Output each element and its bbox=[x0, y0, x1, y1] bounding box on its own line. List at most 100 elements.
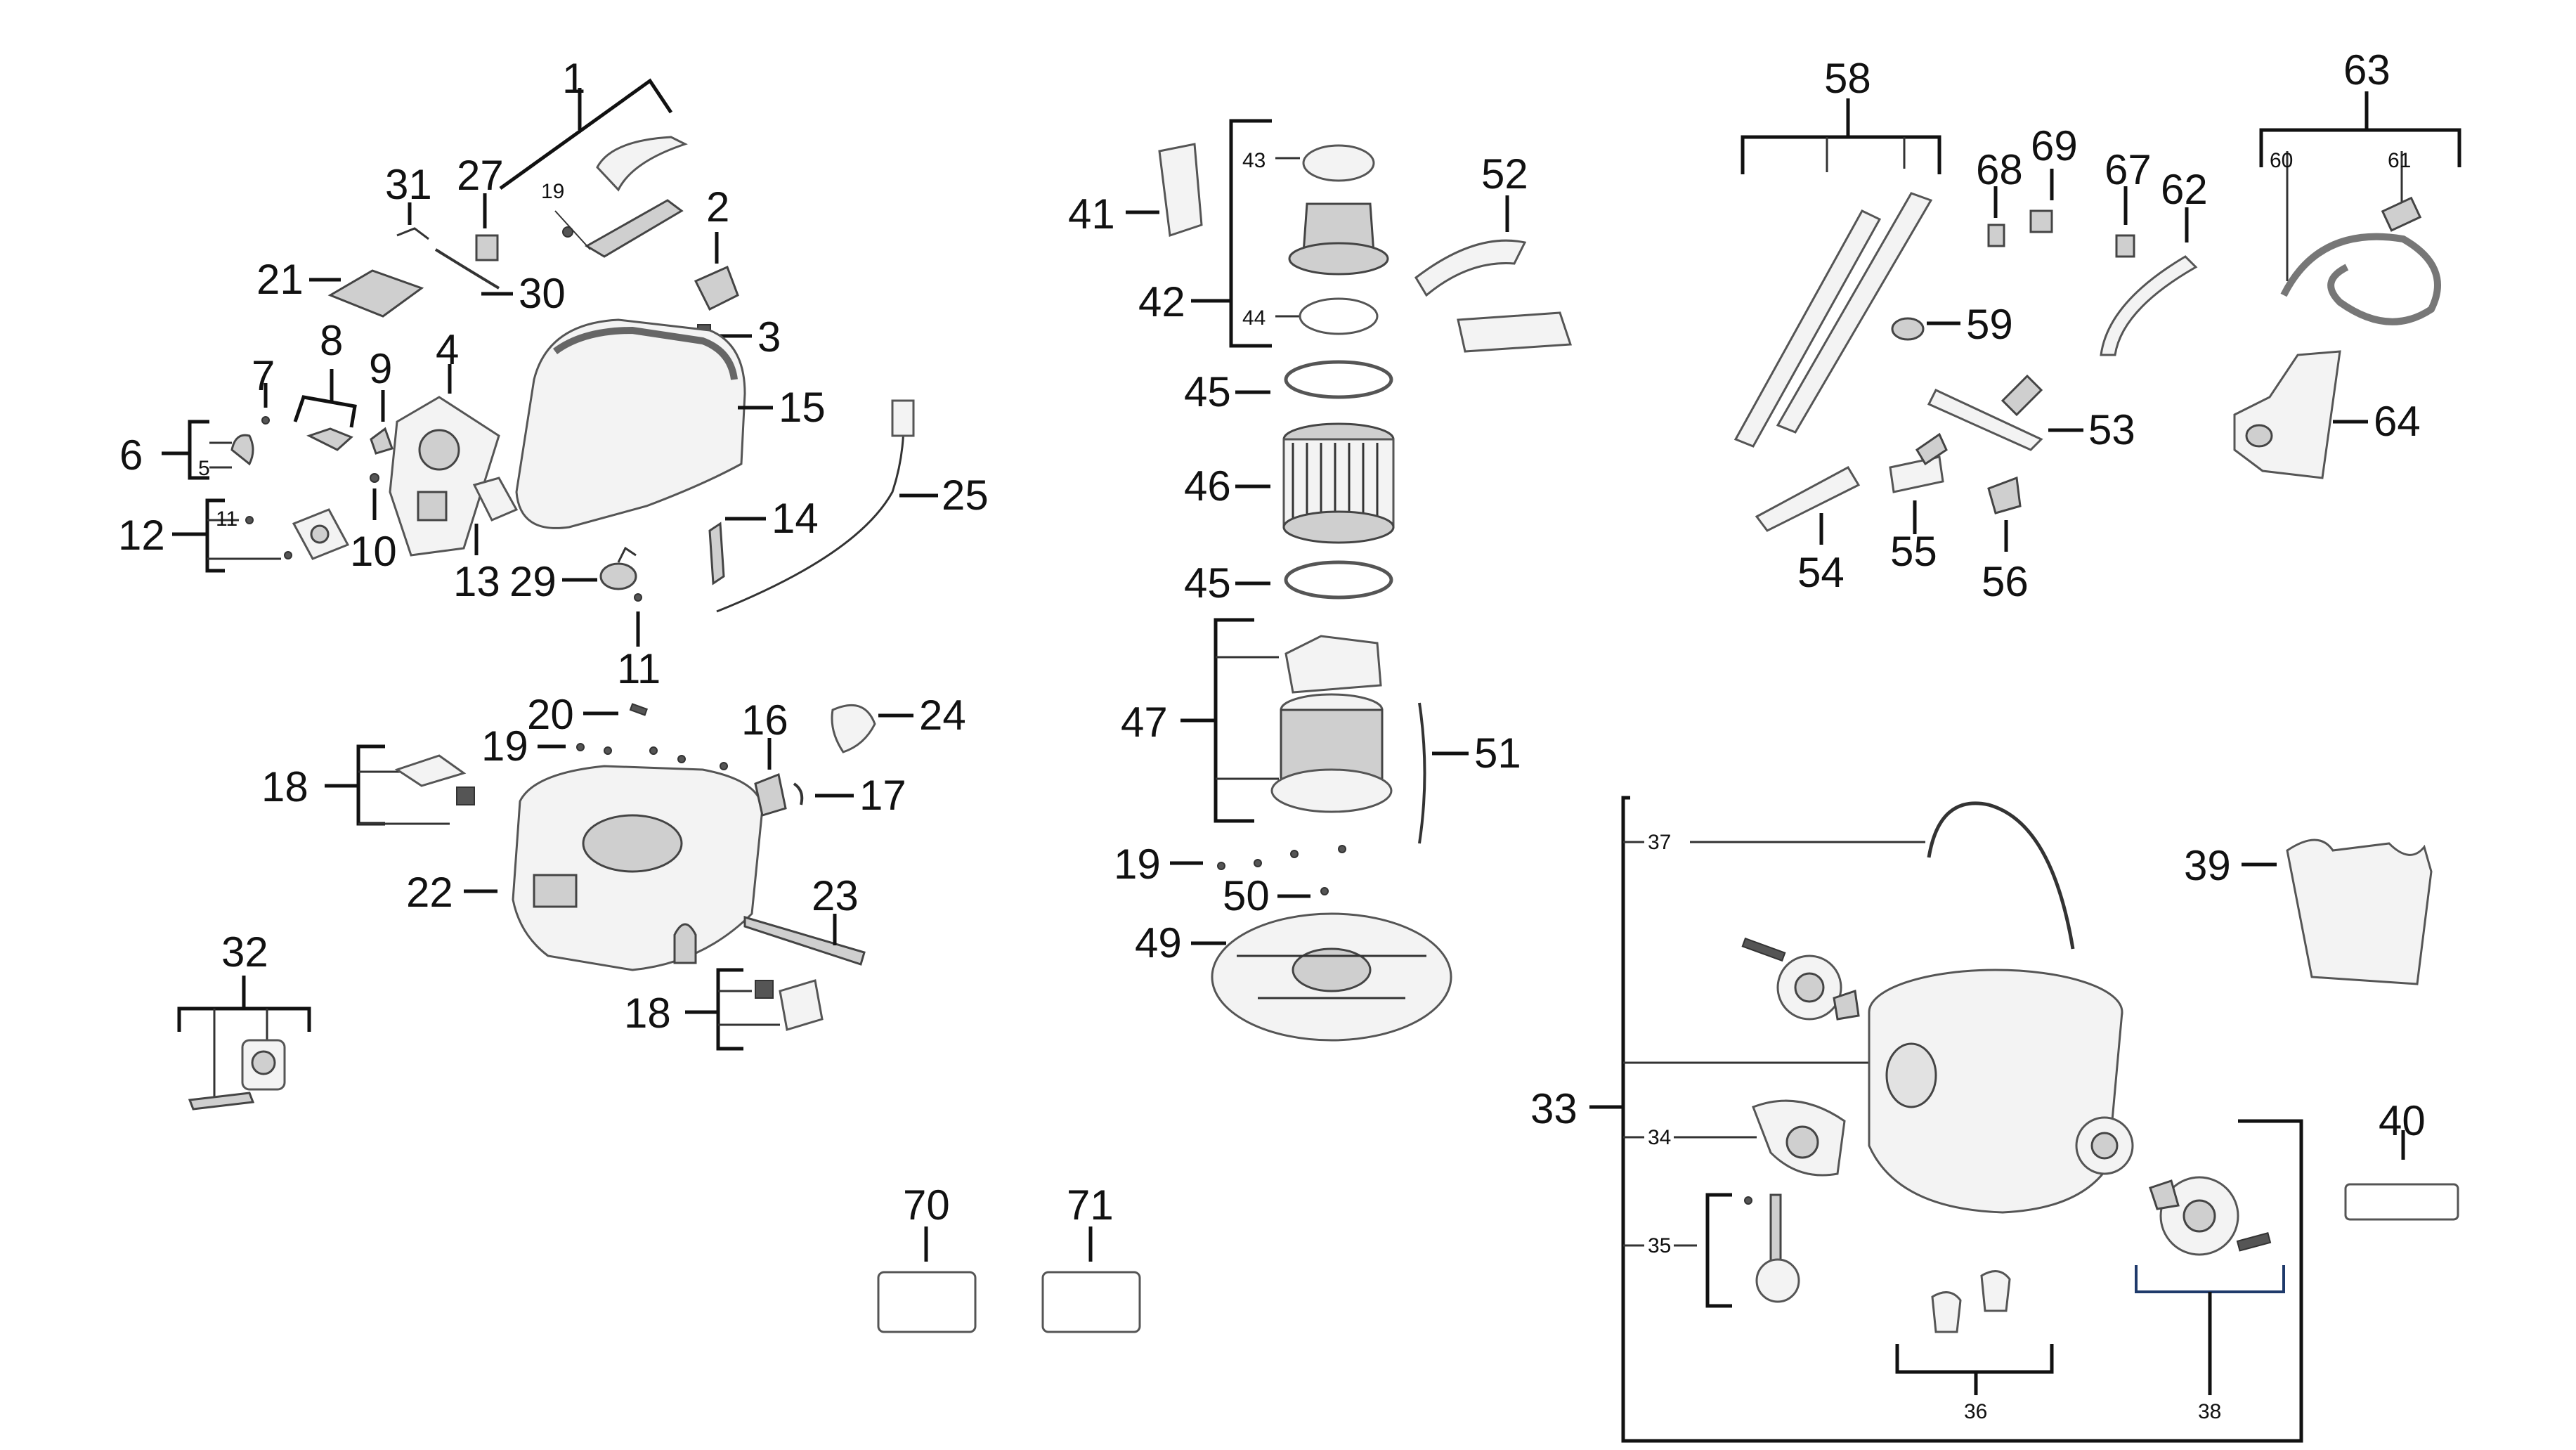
part-25-power-cord bbox=[716, 399, 938, 613]
label-29: 29 bbox=[509, 558, 557, 605]
label-21: 21 bbox=[256, 256, 304, 303]
part-8-bracket bbox=[293, 369, 357, 451]
part-16-latch bbox=[754, 738, 787, 817]
part-6-knob-assembly bbox=[162, 420, 254, 480]
label-45-bottom: 45 bbox=[1184, 559, 1231, 607]
part-52-shroud bbox=[1414, 195, 1573, 353]
label-41: 41 bbox=[1068, 190, 1115, 238]
part-35-bracket bbox=[1705, 1193, 1800, 1308]
part-40-label bbox=[2344, 1130, 2459, 1221]
label-38: 38 bbox=[2198, 1400, 2221, 1423]
label-71: 71 bbox=[1067, 1182, 1114, 1229]
label-44: 44 bbox=[1242, 306, 1266, 330]
part-7-screw bbox=[261, 383, 270, 425]
label-62: 62 bbox=[2161, 166, 2208, 213]
label-19-mid: 19 bbox=[481, 723, 528, 770]
label-30: 30 bbox=[519, 270, 566, 317]
label-60: 60 bbox=[2270, 149, 2293, 172]
label-46: 46 bbox=[1184, 462, 1231, 510]
label-18-top: 18 bbox=[261, 763, 308, 810]
label-34: 34 bbox=[1648, 1126, 1671, 1149]
part-11-screw bbox=[634, 593, 642, 647]
part-30-cable bbox=[434, 248, 513, 296]
label-25: 25 bbox=[942, 472, 989, 519]
part-70-label bbox=[877, 1226, 977, 1333]
part-68-adapter bbox=[1987, 186, 2005, 247]
part-62-curved-handle bbox=[2100, 207, 2198, 356]
label-49: 49 bbox=[1135, 919, 1182, 966]
part-51-cable bbox=[1418, 702, 1469, 844]
part-69-adapter bbox=[2029, 169, 2054, 233]
part-63-hose bbox=[2259, 91, 2461, 325]
label-6: 6 bbox=[119, 432, 143, 479]
label-43: 43 bbox=[1242, 149, 1266, 172]
label-4: 4 bbox=[436, 326, 459, 373]
label-61: 61 bbox=[2388, 149, 2411, 172]
part-45-ring-top bbox=[1235, 360, 1393, 399]
label-63: 63 bbox=[2343, 46, 2390, 93]
part-49-lid-base bbox=[1191, 912, 1452, 1042]
part-wheel-hub-left bbox=[1741, 937, 1860, 1021]
label-51: 51 bbox=[1474, 730, 1521, 777]
label-35: 35 bbox=[1648, 1234, 1671, 1257]
label-31: 31 bbox=[385, 161, 432, 208]
label-40: 40 bbox=[2379, 1097, 2426, 1144]
part-17-spring bbox=[793, 782, 854, 805]
part-2-latch bbox=[694, 232, 739, 311]
part-19-screws-center bbox=[1170, 845, 1346, 870]
label-52: 52 bbox=[1481, 150, 1528, 198]
label-39: 39 bbox=[2184, 842, 2231, 889]
label-22: 22 bbox=[406, 869, 453, 916]
label-64: 64 bbox=[2374, 398, 2421, 445]
label-33: 33 bbox=[1530, 1085, 1578, 1132]
label-13: 13 bbox=[453, 558, 500, 605]
label-5: 5 bbox=[198, 457, 210, 480]
part-34-inlet-plate bbox=[1752, 1099, 1846, 1177]
part-container-tank bbox=[1868, 969, 2134, 1214]
part-24-cover bbox=[831, 704, 913, 753]
label-27: 27 bbox=[457, 152, 504, 199]
label-68: 68 bbox=[1976, 146, 2023, 193]
part-67-adapter bbox=[2115, 186, 2135, 258]
label-37: 37 bbox=[1648, 831, 1671, 854]
part-55-upholstery-tool bbox=[1889, 432, 1948, 534]
label-3: 3 bbox=[757, 313, 781, 361]
label-24: 24 bbox=[919, 692, 966, 739]
label-36: 36 bbox=[1964, 1400, 1987, 1423]
label-45-top: 45 bbox=[1184, 368, 1231, 415]
part-23-rail bbox=[743, 914, 866, 966]
label-15: 15 bbox=[779, 384, 826, 431]
part-15-motor-cover bbox=[515, 318, 773, 529]
label-10: 10 bbox=[350, 528, 397, 575]
part-32-remote-module bbox=[177, 976, 311, 1111]
part-4-control-panel bbox=[389, 364, 500, 557]
label-23: 23 bbox=[812, 872, 859, 919]
part-47-filter-cage bbox=[1180, 618, 1393, 823]
part-22-base-housing bbox=[464, 765, 764, 971]
part-41-flap bbox=[1126, 143, 1203, 238]
part-71-label bbox=[1041, 1226, 1141, 1333]
part-59-clamp bbox=[1891, 317, 1960, 341]
part-38-wheel bbox=[2135, 1176, 2285, 1395]
part-1-handle bbox=[499, 78, 688, 258]
part-18-filter-top bbox=[325, 744, 475, 826]
part-56-brush bbox=[1987, 476, 2022, 552]
part-21-circuit-board bbox=[309, 269, 424, 318]
label-47: 47 bbox=[1121, 699, 1168, 746]
label-69: 69 bbox=[2031, 122, 2078, 169]
part-27-switch bbox=[475, 193, 499, 261]
label-20: 20 bbox=[527, 691, 574, 738]
part-53-floor-nozzle bbox=[1927, 374, 2083, 451]
part-54-crevice-tool bbox=[1755, 466, 1861, 545]
label-9: 9 bbox=[369, 345, 392, 392]
part-12-socket-assembly bbox=[172, 498, 350, 573]
label-53: 53 bbox=[2088, 406, 2135, 453]
label-19-center: 19 bbox=[1114, 841, 1161, 888]
part-39-insert-bin bbox=[2242, 839, 2433, 985]
label-1: 1 bbox=[562, 55, 585, 102]
label-11-main: 11 bbox=[617, 645, 661, 692]
label-18-bottom: 18 bbox=[624, 990, 671, 1037]
label-32: 32 bbox=[221, 928, 268, 976]
label-50: 50 bbox=[1223, 872, 1270, 919]
label-2: 2 bbox=[706, 183, 729, 231]
